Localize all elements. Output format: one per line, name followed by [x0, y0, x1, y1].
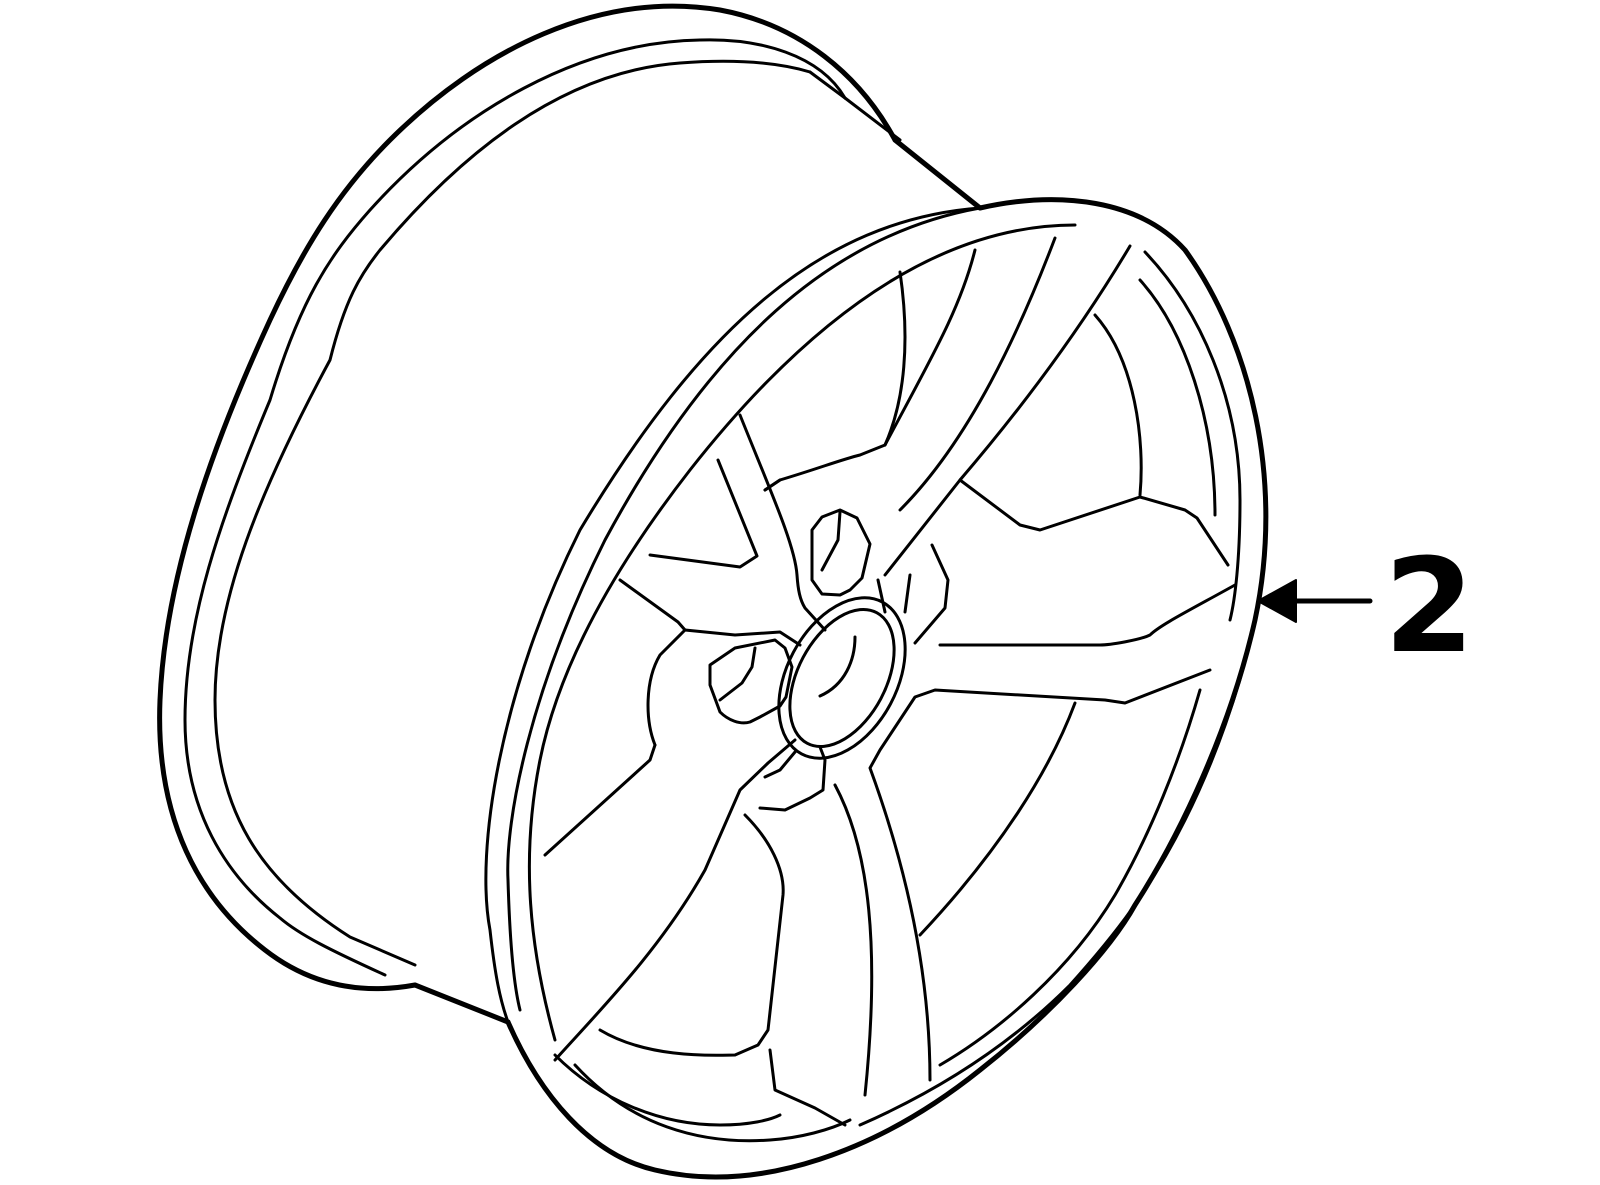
center-bore-icon	[777, 596, 907, 760]
callout-arrow-icon	[1257, 579, 1373, 623]
callout-number: 2	[1384, 530, 1474, 682]
rim-front-inner	[484, 206, 1257, 1143]
rim-barrel-inner-lip	[183, 38, 902, 977]
lug-hole-icon	[708, 508, 950, 812]
spoke-icon	[543, 236, 1237, 1127]
rim-barrel	[157, 3, 983, 1025]
